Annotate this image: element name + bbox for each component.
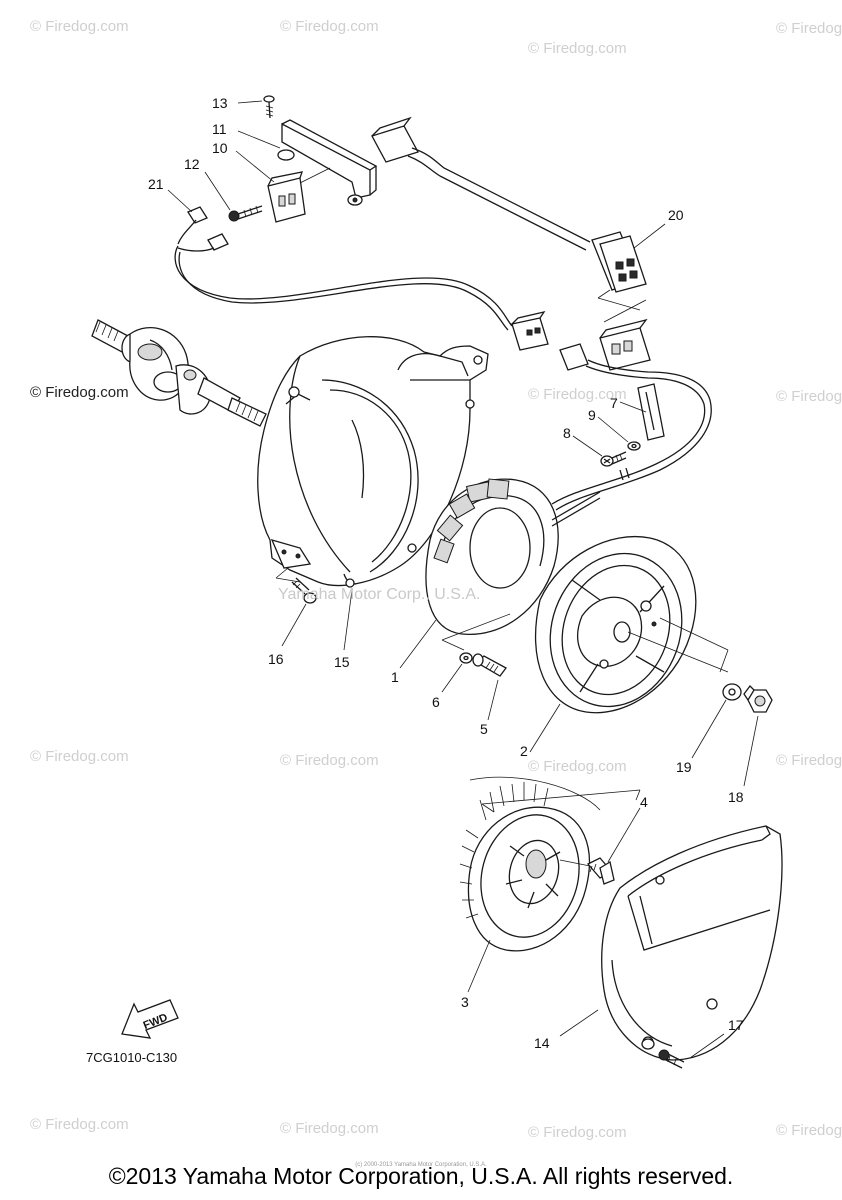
part-14-cover — [601, 825, 783, 1061]
callout-13: 13 — [212, 95, 228, 111]
part-19-washer — [722, 683, 742, 701]
callout-7: 7 — [610, 395, 618, 411]
callout-9: 9 — [588, 407, 596, 423]
leader-19 — [691, 699, 727, 759]
callout-18: 18 — [728, 789, 744, 805]
leader-6 — [441, 663, 463, 693]
leader-10 — [235, 150, 275, 183]
leader-4 — [607, 807, 641, 863]
leader-11 — [237, 130, 281, 149]
watermark-firedog: © Firedog.com — [280, 1120, 379, 1137]
callout-8: 8 — [563, 425, 571, 441]
leader-7 — [619, 401, 647, 413]
watermark-firedog: © Firedog.com — [776, 752, 842, 769]
watermark-firedog: © Firedog.com — [528, 758, 627, 775]
part-21-terminal — [177, 206, 229, 252]
part-11-bracket — [277, 119, 378, 206]
part-8-screw — [600, 451, 627, 467]
part-10-block — [267, 171, 306, 223]
callout-6: 6 — [432, 694, 440, 710]
callout-12: 12 — [184, 156, 200, 172]
tiny-notice: (c) 2000-2013 Yamaha Motor Corporation, … — [355, 1162, 487, 1168]
leader-15 — [343, 589, 353, 651]
connector-cluster-7 — [551, 318, 712, 511]
callout-3: 3 — [461, 994, 469, 1010]
callout-20: 20 — [668, 207, 684, 223]
part-6-washer — [459, 652, 473, 664]
leader-12 — [204, 171, 231, 211]
leader-16 — [281, 603, 307, 647]
part-code: 7CG1010-C130 — [86, 1050, 178, 1065]
leader-3 — [467, 939, 491, 993]
part-15-shroud — [257, 336, 489, 588]
leader-20 — [633, 223, 666, 249]
callout-10: 10 — [212, 140, 228, 156]
leader-5 — [487, 679, 499, 721]
firedog-logo-text: © Firedog.com — [30, 384, 129, 401]
watermark-firedog: © Firedog.com — [30, 1116, 129, 1133]
watermark-firedog: © Firedog.com — [776, 388, 842, 405]
copyright-notice: ©2013 Yamaha Motor Corporation, U.S.A. A… — [108, 1163, 734, 1189]
part-17-screw — [641, 1038, 685, 1069]
watermark-yamaha: Yamaha Motor Corp., U.S.A. — [278, 586, 481, 603]
leader-13 — [237, 100, 263, 104]
crankshaft — [91, 319, 267, 427]
guide-lines-20 — [597, 289, 647, 323]
leader-14 — [559, 1009, 599, 1037]
callout-16: 16 — [268, 651, 284, 667]
callout-21: 21 — [148, 176, 164, 192]
callout-4: 4 — [640, 794, 648, 810]
callout-15: 15 — [334, 654, 350, 670]
callout-5: 5 — [480, 721, 488, 737]
leader-17 — [689, 1033, 725, 1059]
part-4-bolt — [586, 857, 615, 885]
watermark-firedog: © Firedog.com — [30, 18, 129, 35]
watermark-firedog: © Firedog.com — [528, 1124, 627, 1141]
callout-17: 17 — [728, 1017, 744, 1033]
watermark-firedog: © Firedog.com — [30, 748, 129, 765]
connector-middle — [511, 310, 549, 351]
watermark-firedog: © Firedog.com — [528, 386, 627, 403]
part-20-harness — [371, 116, 647, 293]
guide-lines-1 — [441, 613, 511, 651]
callout-19: 19 — [676, 759, 692, 775]
callout-14: 14 — [534, 1035, 550, 1051]
leader-2 — [529, 703, 561, 753]
watermark-firedog: © Firedog.com — [280, 752, 379, 769]
fwd-arrow: FWD — [121, 999, 179, 1039]
leader-8 — [572, 435, 603, 457]
guide-lines-2 — [627, 617, 729, 673]
leader-21 — [167, 189, 193, 213]
part-5-bolt — [472, 653, 507, 677]
part-13-screw — [263, 95, 275, 119]
leader-1 — [399, 619, 437, 669]
leader-16-dash — [275, 567, 301, 583]
callout-2: 2 — [520, 743, 528, 759]
leader-9 — [597, 416, 629, 443]
part-2-flywheel — [534, 536, 697, 714]
part-9-washer — [627, 441, 641, 451]
part-1-stator — [425, 478, 601, 635]
callout-11: 11 — [212, 121, 227, 137]
watermark-firedog: © Firedog.com — [280, 18, 379, 35]
callout-1: 1 — [391, 669, 399, 685]
leader-18 — [743, 715, 759, 787]
watermark-firedog: © Firedog.com — [776, 20, 842, 37]
watermark-firedog: © Firedog.com — [528, 40, 627, 57]
guide-lines-3 — [481, 789, 641, 813]
wire-harness — [174, 245, 513, 331]
watermark-firedog: © Firedog.com — [776, 1122, 842, 1139]
part-3-fan — [459, 776, 601, 952]
part-18-nut — [743, 685, 773, 713]
part-12-bolt — [228, 205, 263, 222]
